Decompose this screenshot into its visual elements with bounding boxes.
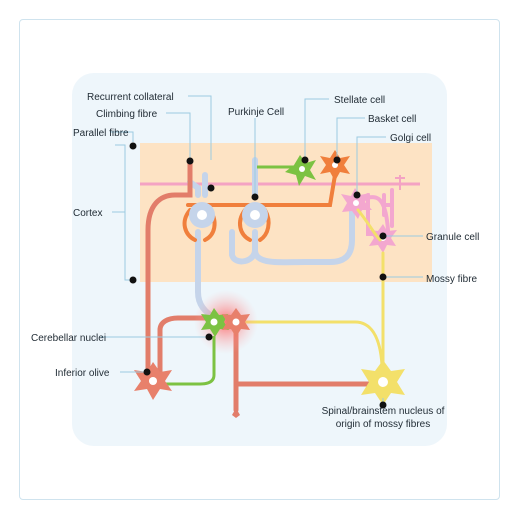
nucleo-olivary-fibre (164, 336, 216, 386)
label-spinal-nucleus-line1: Spinal/brainstem nucleus of (322, 406, 445, 417)
label-cerebellar-nuclei: Cerebellar nuclei (31, 333, 106, 344)
cerebellar-nucleus-red (222, 308, 250, 337)
label-climbing-fibre: Climbing fibre (96, 109, 158, 120)
purkinje-cell-left (189, 202, 215, 228)
label-basket-cell: Basket cell (368, 114, 416, 125)
label-purkinje-cell: Purkinje Cell (228, 107, 284, 118)
label-stellate-cell: Stellate cell (334, 95, 385, 106)
mossy-fibres (238, 208, 385, 367)
label-inferior-olive: Inferior olive (55, 368, 110, 379)
label-recurrent-collateral: Recurrent collateral (87, 92, 174, 103)
label-spinal-nucleus-line2: origin of mossy fibres (336, 419, 430, 430)
parallel-fibre (140, 175, 420, 190)
cerebellar-nucleus-green (201, 308, 229, 337)
leader-lines (101, 95, 423, 405)
label-granule-cell: Granule cell (426, 232, 479, 243)
label-markers (129, 142, 387, 409)
purkinje-cell-right (242, 202, 268, 228)
golgi-cell (341, 188, 372, 219)
cerebellar-nuclei-glow (194, 290, 258, 354)
label-golgi-cell: Golgi cell (390, 133, 431, 144)
basket-cell (320, 150, 350, 181)
spinal-nucleus-neuron (361, 360, 405, 405)
nuclei-axon-terminal (232, 408, 240, 418)
label-mossy-fibre: Mossy fibre (426, 274, 478, 285)
stellate-cell (257, 155, 316, 186)
label-parallel-fibre: Parallel fibre (73, 128, 129, 139)
climbing-fibre (145, 157, 375, 413)
label-cortex: Cortex (73, 208, 102, 219)
